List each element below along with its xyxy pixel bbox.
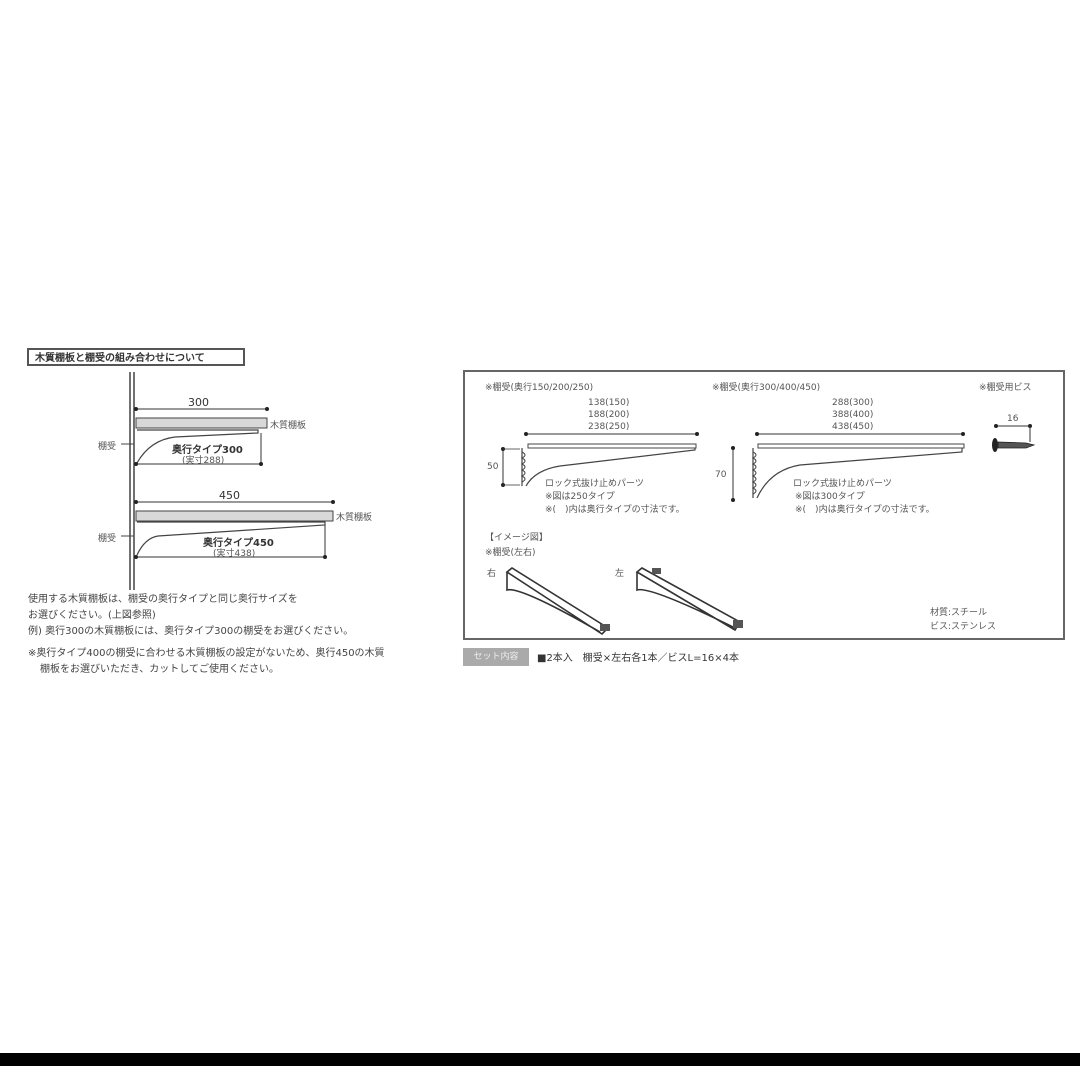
actual-438-label: (実寸438) xyxy=(213,549,256,559)
type-300-label: 奥行タイプ300 xyxy=(172,445,243,456)
screw-length: 16 xyxy=(1007,414,1019,424)
type-450-label: 奥行タイプ450 xyxy=(203,538,274,549)
right-bracket-label: 右 xyxy=(487,569,497,579)
screw-heading: ※棚受用ビス xyxy=(979,383,1032,393)
note-line-5: 棚板をお選びいただき、カットしてご使用ください。 xyxy=(40,664,279,675)
bracket-small-length-1: 138(150) xyxy=(588,398,630,408)
material-line-1: 材質:スチール xyxy=(930,608,988,618)
bracket-small-heading: ※棚受(奥行150/200/250) xyxy=(485,383,594,393)
bracket-large-lock-label: ロック式抜け止めパーツ xyxy=(793,479,892,489)
spec-box xyxy=(463,370,1065,640)
bracket-small-type-note: ※図は250タイプ xyxy=(545,492,615,502)
bracket-large-paren-note: ※( )内は奥行タイプの寸法です。 xyxy=(795,505,935,515)
image-heading: 【イメージ図】 xyxy=(485,533,548,543)
bracket-label-300: 棚受 xyxy=(98,442,117,452)
actual-288-label: (実寸288) xyxy=(182,456,225,466)
set-contents-text: ■2本入 棚受×左右各1本／ビスL=16×4本 xyxy=(537,653,739,664)
bracket-large-heading: ※棚受(奥行300/400/450) xyxy=(712,383,821,393)
width-450-label: 450 xyxy=(219,489,240,502)
bracket-large-type-note: ※図は300タイプ xyxy=(795,492,865,502)
bracket-large-length-2: 388(400) xyxy=(832,410,874,420)
bracket-large-height: 70 xyxy=(715,470,727,480)
bracket-small-height: 50 xyxy=(487,462,499,472)
set-contents-tag: セット内容 xyxy=(463,648,529,666)
bracket-small-lock-label: ロック式抜け止めパーツ xyxy=(545,479,644,489)
bracket-small-length-3: 238(250) xyxy=(588,422,630,432)
width-300-label: 300 xyxy=(188,396,209,409)
section-title: 木質棚板と棚受の組み合わせについて xyxy=(27,348,245,366)
bracket-small-paren-note: ※( )内は奥行タイプの寸法です。 xyxy=(545,505,685,515)
bracket-large-length-3: 438(450) xyxy=(832,422,874,432)
shelf-label-450: 木質棚板 xyxy=(336,513,373,523)
note-line-4: ※奥行タイプ400の棚受に合わせる木質棚板の設定がないため、奥行450の木質 xyxy=(28,648,385,659)
bottom-bar xyxy=(0,1053,1080,1066)
material-line-2: ビス:ステンレス xyxy=(930,622,997,632)
bracket-small-length-2: 188(200) xyxy=(588,410,630,420)
note-line-2: お選びください。(上図参照) xyxy=(28,610,156,621)
bracket-large-length-1: 288(300) xyxy=(832,398,874,408)
image-subheading: ※棚受(左右) xyxy=(485,548,536,558)
note-line-3: 例) 奥行300の木質棚板には、奥行タイプ300の棚受をお選びください。 xyxy=(28,626,354,637)
note-line-1: 使用する木質棚板は、棚受の奥行タイプと同じ奥行サイズを xyxy=(28,594,298,605)
shelf-label-300: 木質棚板 xyxy=(270,421,307,431)
bracket-label-450: 棚受 xyxy=(98,534,117,544)
left-bracket-label: 左 xyxy=(615,569,625,579)
